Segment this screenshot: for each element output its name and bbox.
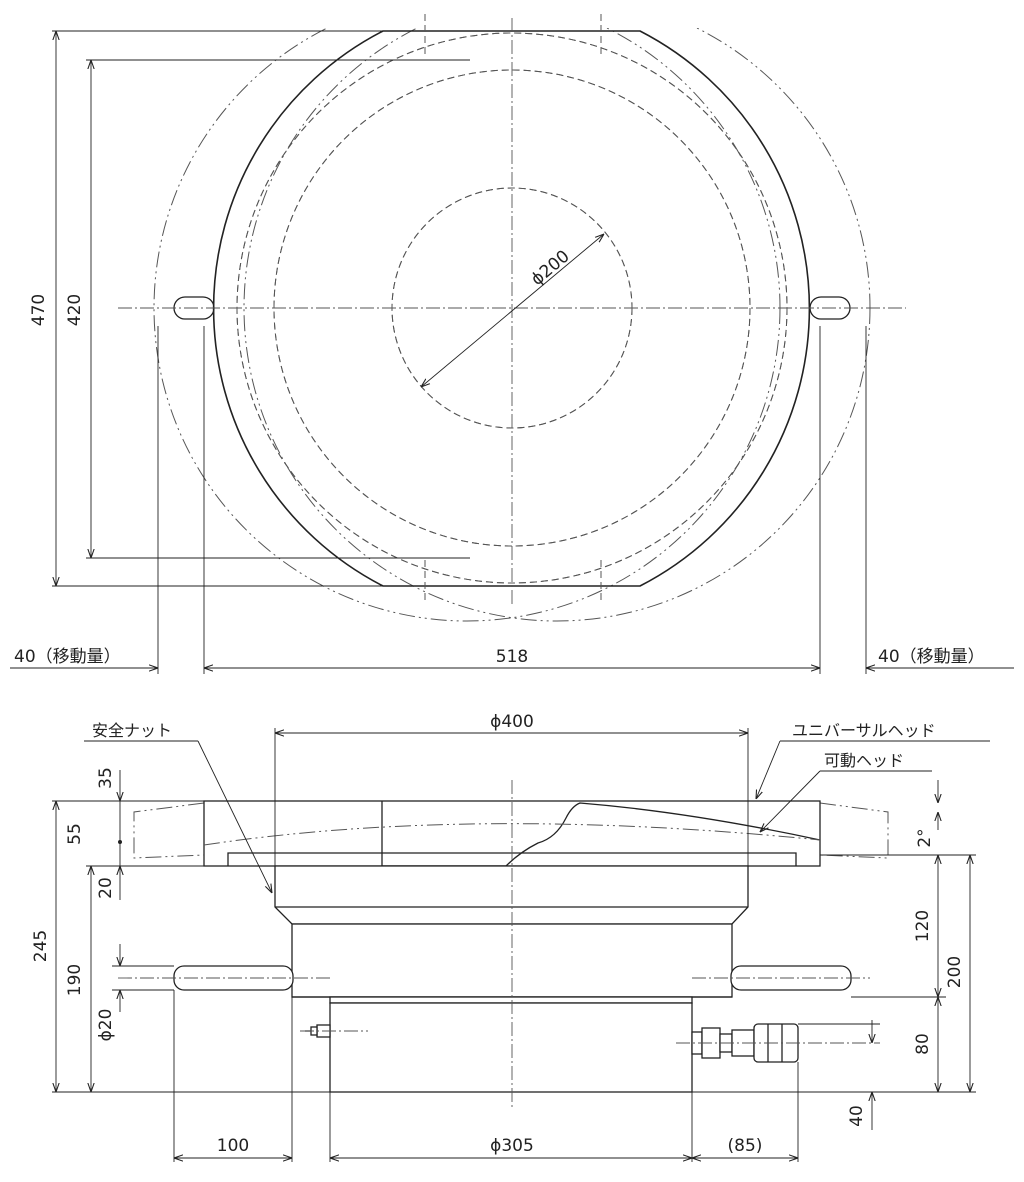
movable-head-label: 可動ヘッド xyxy=(824,751,904,770)
dim-tilt-angle-label: 2° xyxy=(915,828,935,847)
safety-nut-label: 安全ナット xyxy=(92,721,172,740)
dim-40-label: 40 xyxy=(847,1105,867,1127)
universal-head-leader xyxy=(756,740,781,799)
top-view: ϕ200 470 420 518 40（移動量） 40（移動量） xyxy=(10,0,1014,674)
dim-100-label: 100 xyxy=(217,1136,249,1156)
hydraulic-coupler xyxy=(676,1023,880,1063)
dim-518-label: 518 xyxy=(496,647,528,667)
movable-head-leader xyxy=(760,770,821,832)
universal-head-label: ユニバーサルヘッド xyxy=(792,721,936,740)
dim-35-label: 35 xyxy=(96,767,116,789)
tilt-phantom-right xyxy=(819,802,889,859)
dim-phi400-label: ϕ400 xyxy=(490,712,534,732)
dim-190-label: 190 xyxy=(65,964,85,996)
dim-phi20-label: ϕ20 xyxy=(96,1009,116,1042)
dim-travel-left-label: 40（移動量） xyxy=(14,647,121,667)
pitch-diameter-label: ϕ200 xyxy=(527,246,573,289)
dim-20-label: 20 xyxy=(96,877,116,899)
upper-body xyxy=(274,865,749,925)
dim-120-label: 120 xyxy=(913,910,933,942)
travel-phantom-circle-right xyxy=(243,0,871,622)
dim-470-label: 470 xyxy=(29,294,49,326)
dim-travel-right-label: 40（移動量） xyxy=(878,647,985,667)
movable-head-profile xyxy=(382,802,821,867)
dim-55-label: 55 xyxy=(65,823,85,845)
air-vent-fitting xyxy=(300,1024,368,1038)
safety-nut-leader xyxy=(197,740,272,893)
tilt-phantom-left xyxy=(133,802,205,859)
dim-200-label: 200 xyxy=(945,956,965,988)
hydraulic-cylinder xyxy=(329,1002,693,1093)
travel-phantom-circle-left xyxy=(153,0,781,622)
dim-80-label: 80 xyxy=(913,1033,933,1055)
dim-phi305-label: ϕ305 xyxy=(490,1136,534,1156)
head-outline xyxy=(212,30,811,587)
dim-85-label: (85) xyxy=(728,1136,763,1156)
dim-245-label: 245 xyxy=(31,930,51,962)
pitch-diameter-leader xyxy=(421,234,604,387)
front-view: ϕ400 245 190 35 55 20 ϕ20 100 ϕ305 (85) xyxy=(31,712,990,1162)
dim-420-label: 420 xyxy=(65,294,85,326)
